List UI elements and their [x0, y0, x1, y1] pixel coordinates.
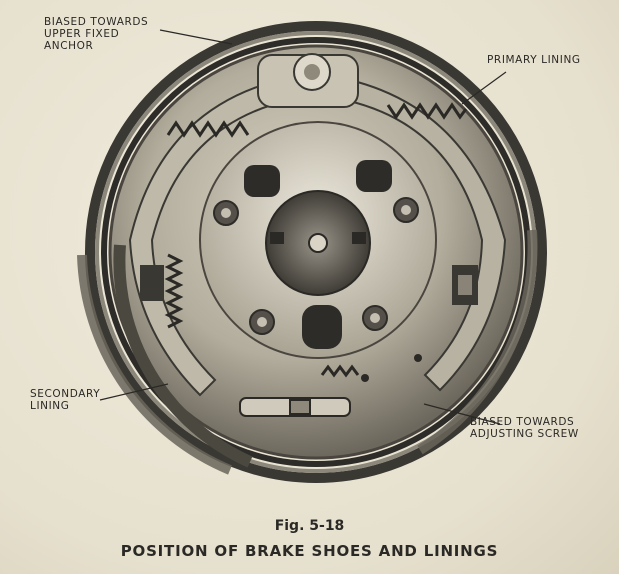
upper-left-spring [166, 120, 250, 138]
label-primary-lining: PRIMARY LINING [487, 54, 581, 66]
upper-right-spring [386, 102, 468, 120]
left-spring [164, 253, 184, 329]
label-secondary-lining-line2: LINING [30, 400, 70, 412]
lower-spring [320, 364, 360, 378]
label-upper-anchor: BIASED TOWARDS UPPER FIXED ANCHOR [44, 16, 148, 52]
figure-title: POSITION OF BRAKE SHOES AND LININGS [120, 542, 499, 560]
figure-number: Fig. 5-18 [274, 518, 345, 534]
leader-lines [99, 29, 507, 425]
label-secondary-lining-line1: SECONDARY [30, 388, 101, 400]
label-upper-anchor-line2: UPPER FIXED [44, 28, 120, 40]
outer-rim [85, 21, 547, 483]
label-adjusting-screw: BIASED TOWARDS ADJUSTING SCREW [470, 416, 579, 440]
label-secondary-lining: SECONDARY LINING [30, 388, 100, 412]
label-adjusting-screw-line1: BIASED TOWARDS [470, 416, 575, 428]
adjusting-screw [239, 397, 351, 417]
label-upper-anchor-line1: BIASED TOWARDS [44, 16, 149, 28]
label-adjusting-screw-line2: ADJUSTING SCREW [470, 428, 579, 440]
primary-shoe [343, 78, 507, 392]
secondary-lining-arc [113, 244, 253, 468]
secondary-shoe [128, 78, 292, 397]
label-upper-anchor-line3: ANCHOR [44, 40, 94, 52]
